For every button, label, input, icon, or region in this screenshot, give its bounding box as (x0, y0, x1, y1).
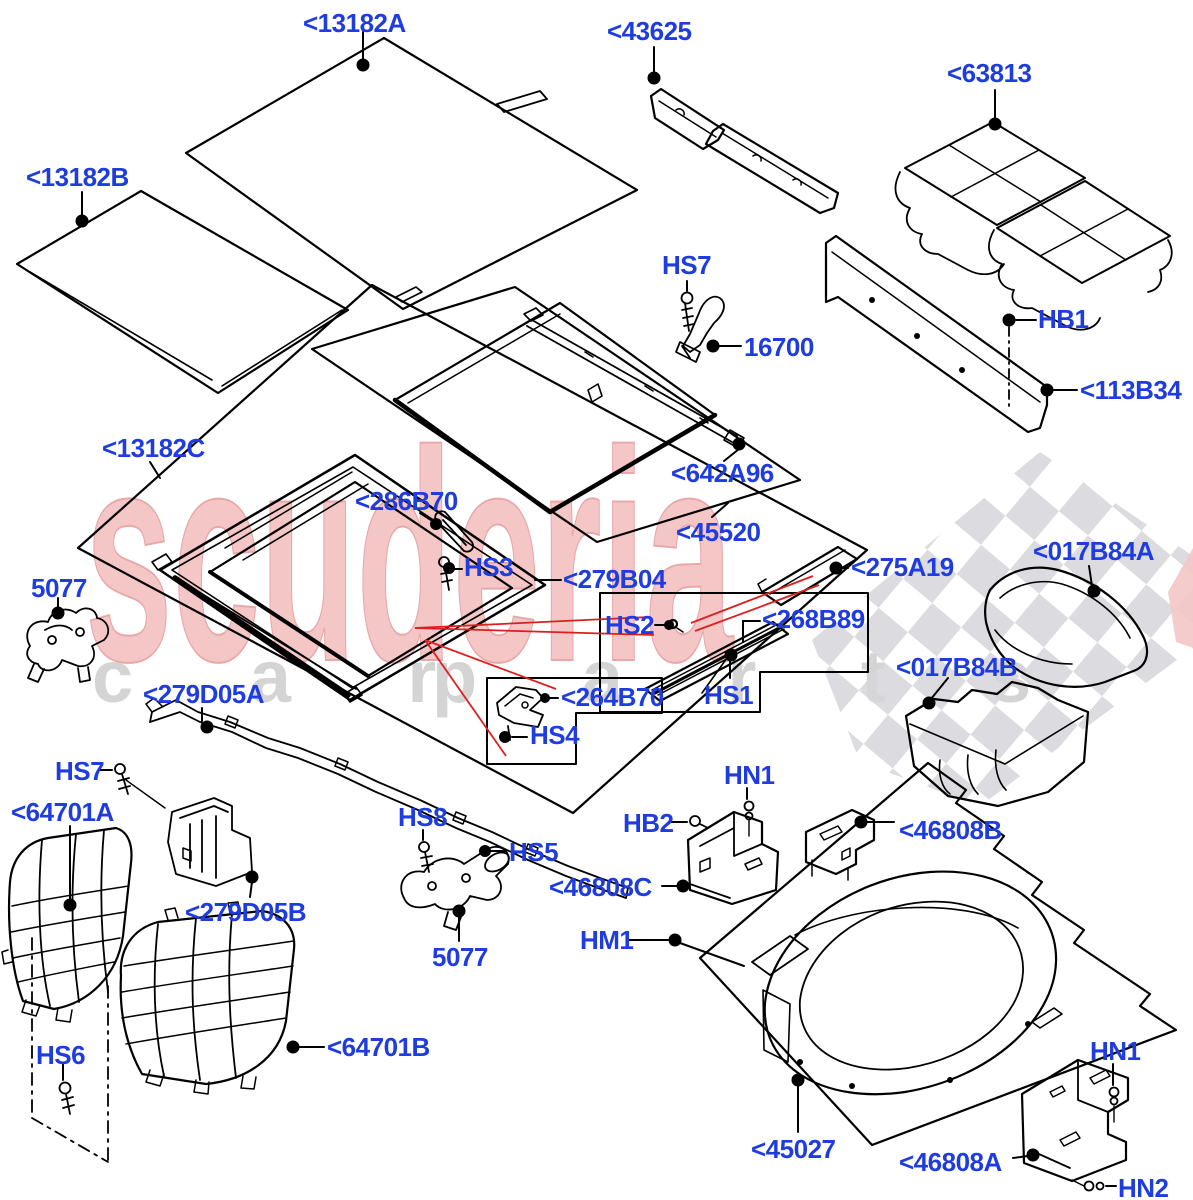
part-grille-64701b (119, 901, 296, 1095)
highlight-lines (414, 575, 820, 757)
part-screw-hs7-top (680, 291, 695, 332)
part-sill-43625 (649, 87, 840, 215)
part-screw-hs6 (31, 937, 109, 1163)
part-bracket-46808b (804, 808, 876, 881)
part-bracket-279d05b (167, 797, 253, 887)
leader-lines (51, 31, 1117, 1187)
part-blind-279b04 (151, 453, 547, 703)
part-grille-64701a (1, 826, 133, 1023)
watermark-flag-wedge (1168, 548, 1193, 648)
part-bracket-5077-left (26, 607, 110, 683)
part-panel-113b34 (824, 234, 1049, 434)
watermark: scuderia c a r p a r t s (84, 387, 1193, 806)
part-mat-13182a (184, 36, 639, 311)
part-bracket-46808c (686, 800, 780, 906)
part-cover-45520 (310, 285, 802, 544)
watermark-checker-flag (812, 452, 1193, 806)
part-clip-275a19 (757, 545, 859, 607)
part-cover-017b84a (983, 566, 1149, 688)
part-floor-13182c (76, 283, 869, 815)
part-strip-279d05a (145, 697, 629, 899)
part-clip-16700 (675, 295, 725, 363)
watermark-brand: scuderia (85, 388, 734, 724)
part-foam-017b84b (904, 680, 1090, 808)
part-screw-hs7-mid (114, 763, 166, 809)
part-mat-13182b (15, 189, 350, 395)
part-mats-63813 (894, 121, 1173, 331)
part-floor-45027 (698, 761, 1178, 1147)
